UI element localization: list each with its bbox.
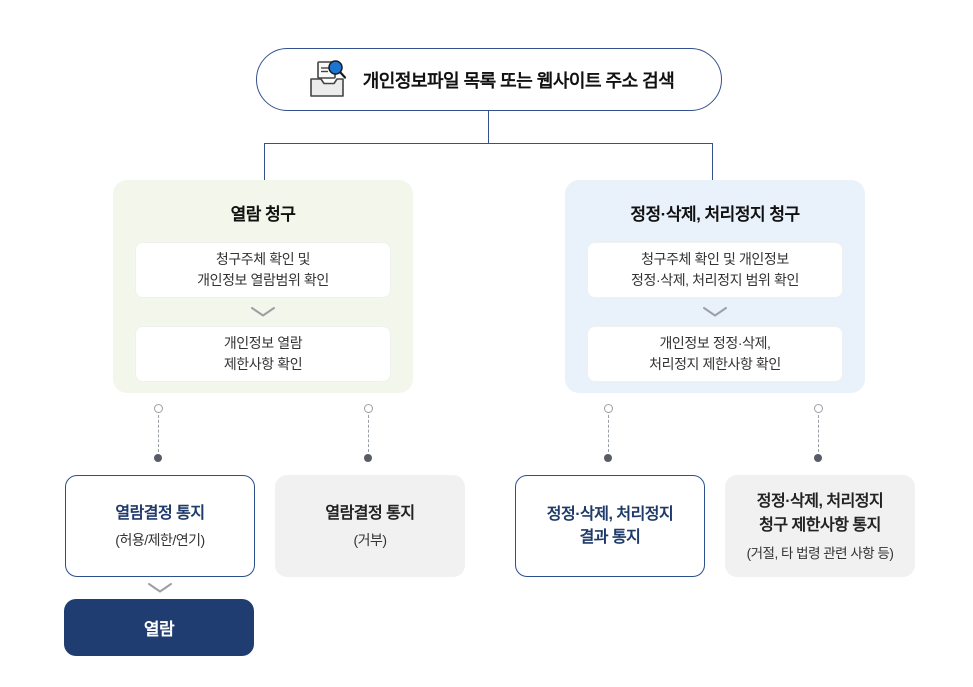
connector-dashed-line (367, 415, 369, 452)
outcome-box-view-decision-allowed: 열람결정 통지 (허용/제한/연기) (65, 475, 255, 577)
connector-start-circle (153, 404, 163, 413)
step-view-restriction-check: 개인정보 열람 제한사항 확인 (135, 326, 391, 382)
connector-trunk (488, 111, 489, 143)
step-correction-scope-check: 청구주체 확인 및 개인정보 정정·삭제, 처리정지 범위 확인 (587, 242, 843, 298)
connector-end-dot (364, 454, 372, 462)
outcome-box-view-decision-denied: 열람결정 통지 (거부) (275, 475, 465, 577)
panel-view-request-title: 열람 청구 (230, 205, 296, 224)
connector-dashed-line (157, 415, 159, 452)
dashed-connector (601, 404, 615, 462)
dashed-connector (361, 404, 375, 462)
panel-correction-request: 정정·삭제, 처리정지 청구 청구주체 확인 및 개인정보 정정·삭제, 처리정… (565, 180, 865, 393)
outcome-subtitle: (거절, 타 법령 관련 사항 등) (746, 545, 894, 561)
step-correction-restriction-check: 개인정보 정정·삭제, 처리정지 제한사항 확인 (587, 326, 843, 382)
panel-correction-request-title: 정정·삭제, 처리정지 청구 (630, 205, 800, 224)
outcome-box-correction-result: 정정·삭제, 처리정지 결과 통지 (515, 475, 705, 577)
outcome-title: 정정·삭제, 처리정지 청구 제한사항 통지 (756, 493, 884, 534)
panel-view-request: 열람 청구 청구주체 확인 및 개인정보 열람범위 확인 개인정보 열람 제한사… (113, 180, 413, 393)
connector-start-circle (363, 404, 373, 413)
connector-drop-left (264, 143, 265, 182)
connector-end-dot (604, 454, 612, 462)
step-view-scope-check: 청구주체 확인 및 개인정보 열람범위 확인 (135, 242, 391, 298)
outcome-subtitle: (허용/제한/연기) (115, 532, 205, 549)
chevron-down-icon (135, 298, 391, 326)
outcome-box-correction-restriction: 정정·삭제, 처리정지 청구 제한사항 통지 (거절, 타 법령 관련 사항 등… (725, 475, 915, 577)
connector-end-dot (814, 454, 822, 462)
root-node: 개인정보파일 목록 또는 웹사이트 주소 검색 (256, 48, 722, 111)
connector-end-dot (154, 454, 162, 462)
connector-branch (264, 143, 713, 144)
outcome-title: 열람결정 통지 (325, 504, 415, 522)
connector-dashed-line (607, 415, 609, 452)
connector-drop-right (712, 143, 713, 182)
connector-start-circle (813, 404, 823, 413)
root-node-label: 개인정보파일 목록 또는 웹사이트 주소 검색 (362, 70, 675, 91)
outcome-title: 열람결정 통지 (115, 504, 205, 522)
connector-dashed-line (817, 415, 819, 452)
chevron-down-icon (587, 298, 843, 326)
dashed-connector (151, 404, 165, 462)
view-action-button: 열람 (64, 599, 254, 656)
chevron-down-icon (146, 582, 174, 596)
file-search-icon (304, 59, 350, 101)
dashed-connector (811, 404, 825, 462)
outcome-subtitle: (거부) (353, 532, 387, 549)
outcome-title: 정정·삭제, 처리정지 결과 통지 (546, 505, 674, 546)
connector-start-circle (603, 404, 613, 413)
